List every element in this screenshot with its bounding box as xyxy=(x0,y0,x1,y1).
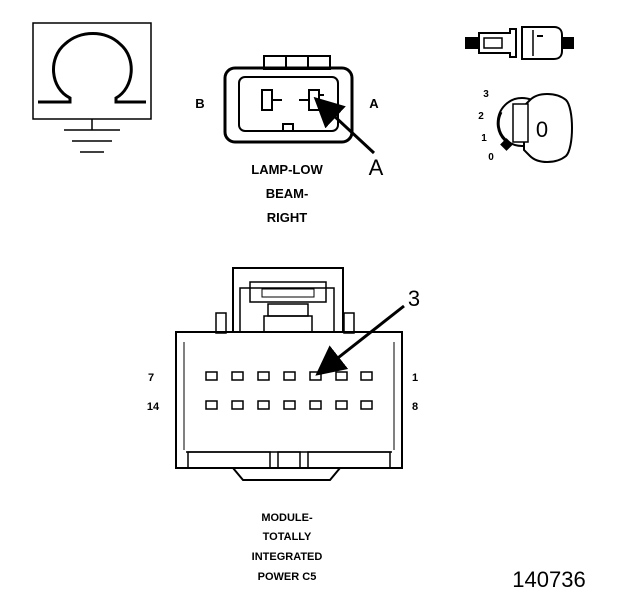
connector-mating-icon xyxy=(465,26,574,60)
row2-right-number: 8 xyxy=(412,401,418,413)
lamp-caption-line2: BEAM- xyxy=(266,186,309,201)
cavity-9 xyxy=(335,400,348,410)
lamp-connector xyxy=(223,55,376,155)
cavity-row-2 xyxy=(205,400,373,410)
side-label-b: B xyxy=(195,96,204,111)
cavity-10 xyxy=(309,400,322,410)
callout-label-a: A xyxy=(369,155,384,180)
callout-arrow-a xyxy=(313,96,376,155)
figure-number: 140736 xyxy=(512,567,585,592)
cavity-5 xyxy=(257,371,270,381)
cavity-11 xyxy=(283,400,296,410)
key-position-3: 3 xyxy=(483,89,489,100)
module-caption-line3: INTEGRATED xyxy=(252,551,323,563)
cavity-8 xyxy=(360,400,373,410)
ignition-key-icon xyxy=(496,93,573,163)
row1-right-number: 1 xyxy=(412,372,418,384)
terminal-b xyxy=(261,89,282,111)
cavity-2 xyxy=(335,371,348,381)
callout-label-3: 3 xyxy=(408,286,420,311)
module-connector xyxy=(175,267,405,481)
cavity-row-1 xyxy=(205,371,373,381)
lamp-caption-line1: LAMP-LOW xyxy=(251,162,323,177)
row2-left-number: 14 xyxy=(147,401,160,413)
cavity-6 xyxy=(231,371,244,381)
terminal-a xyxy=(299,89,324,111)
callout-arrow-3 xyxy=(315,304,405,376)
module-caption-line2: TOTALLY xyxy=(263,531,312,543)
omega-ground-icon xyxy=(32,22,152,153)
cavity-3 xyxy=(309,371,322,381)
key-position-mark: 0 xyxy=(536,117,548,142)
cavity-1 xyxy=(360,371,373,381)
cavity-14 xyxy=(205,400,218,410)
cavity-4 xyxy=(283,371,296,381)
module-caption-line4: POWER C5 xyxy=(258,571,317,583)
cavity-13 xyxy=(231,400,244,410)
side-label-a: A xyxy=(369,96,379,111)
cavity-12 xyxy=(257,400,270,410)
lamp-caption-line3: RIGHT xyxy=(267,210,308,225)
row1-left-number: 7 xyxy=(148,372,154,384)
key-position-0: 0 xyxy=(488,152,494,163)
cavity-7 xyxy=(205,371,218,381)
key-position-2: 2 xyxy=(478,111,484,122)
key-position-1: 1 xyxy=(481,133,487,144)
module-caption-line1: MODULE- xyxy=(261,512,313,524)
